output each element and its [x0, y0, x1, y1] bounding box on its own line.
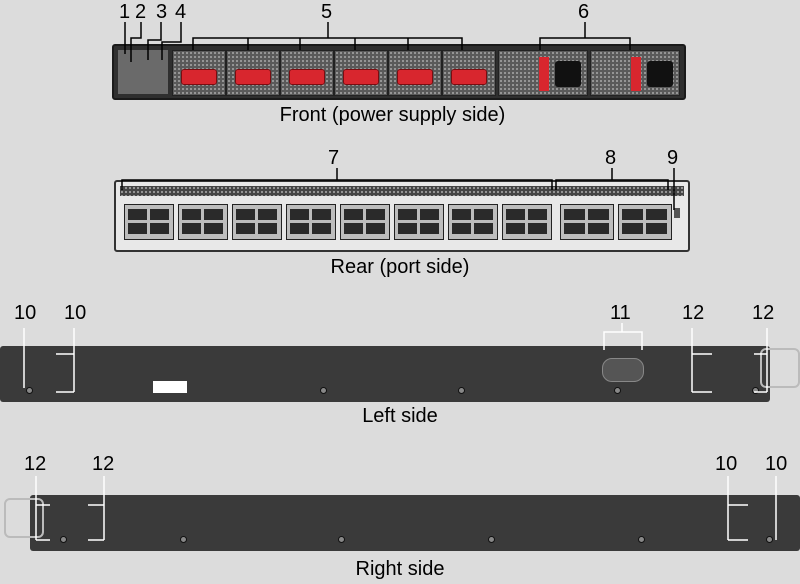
caption-rear: Rear (port side) — [330, 256, 470, 278]
right-side-panel — [30, 495, 800, 551]
port-group — [448, 204, 498, 240]
callout-8: 8 — [605, 147, 617, 169]
fan-handle — [451, 69, 487, 85]
left-leaders — [23, 323, 768, 393]
caption-front: Front (power supply side) — [279, 104, 506, 126]
screw — [614, 387, 621, 394]
fan-handle — [397, 69, 433, 85]
screw — [320, 387, 327, 394]
power-socket — [647, 61, 673, 87]
console-area — [118, 50, 168, 94]
port-group — [178, 204, 228, 240]
callout-12: 12 — [752, 302, 775, 324]
callout-9: 9 — [667, 147, 679, 169]
screw — [180, 536, 187, 543]
screw — [488, 536, 495, 543]
fan-handle — [343, 69, 379, 85]
uplink-port-group — [618, 204, 672, 240]
port-group — [232, 204, 282, 240]
callout-1: 1 — [119, 1, 131, 23]
callout-11: 11 — [610, 302, 631, 324]
fan-handle — [235, 69, 271, 85]
callout-10: 10 — [715, 453, 738, 475]
rack-ear — [4, 498, 44, 538]
fan-module-1 — [172, 50, 226, 96]
front-leaders — [124, 22, 631, 62]
psu-handle — [631, 57, 641, 91]
right-leaders — [35, 476, 777, 541]
callout-4: 4 — [175, 1, 187, 23]
caption-right: Right side — [355, 558, 445, 580]
port-group — [340, 204, 390, 240]
port-group — [286, 204, 336, 240]
rack-ear — [760, 348, 800, 388]
screw — [338, 536, 345, 543]
callout-7: 7 — [328, 147, 340, 169]
callout-3: 3 — [156, 1, 168, 23]
fan-module-2 — [226, 50, 280, 96]
status-indicator — [674, 208, 680, 218]
power-socket — [555, 61, 581, 87]
psu-handle — [539, 57, 549, 91]
power-supply-2 — [590, 50, 680, 96]
port-group — [394, 204, 444, 240]
vent-strip — [120, 186, 684, 196]
fan-handle — [289, 69, 325, 85]
fan-handle — [181, 69, 217, 85]
fan-module-3 — [280, 50, 334, 96]
callout-2: 2 — [135, 1, 147, 23]
screw — [752, 387, 759, 394]
screw — [26, 387, 33, 394]
callout-5: 5 — [321, 1, 333, 23]
callout-12: 12 — [92, 453, 115, 475]
fan-module-4 — [334, 50, 388, 96]
callout-10: 10 — [64, 302, 87, 324]
callout-10: 10 — [14, 302, 37, 324]
screw — [766, 536, 773, 543]
caption-left: Left side — [362, 405, 438, 427]
uplink-port-group — [560, 204, 614, 240]
ground-terminal — [602, 358, 644, 382]
rear-leaders — [121, 168, 675, 210]
port-group — [502, 204, 552, 240]
fan-module-5 — [388, 50, 442, 96]
callout-12: 12 — [24, 453, 47, 475]
front-panel — [112, 44, 686, 100]
port-group — [124, 204, 174, 240]
callout-10: 10 — [765, 453, 788, 475]
rear-panel — [114, 180, 690, 252]
screw — [60, 536, 67, 543]
fan-module-6 — [442, 50, 496, 96]
screw — [638, 536, 645, 543]
power-supply-1 — [498, 50, 588, 96]
callout-12: 12 — [682, 302, 705, 324]
warning-label — [153, 381, 187, 393]
callout-6: 6 — [578, 1, 590, 23]
screw — [458, 387, 465, 394]
